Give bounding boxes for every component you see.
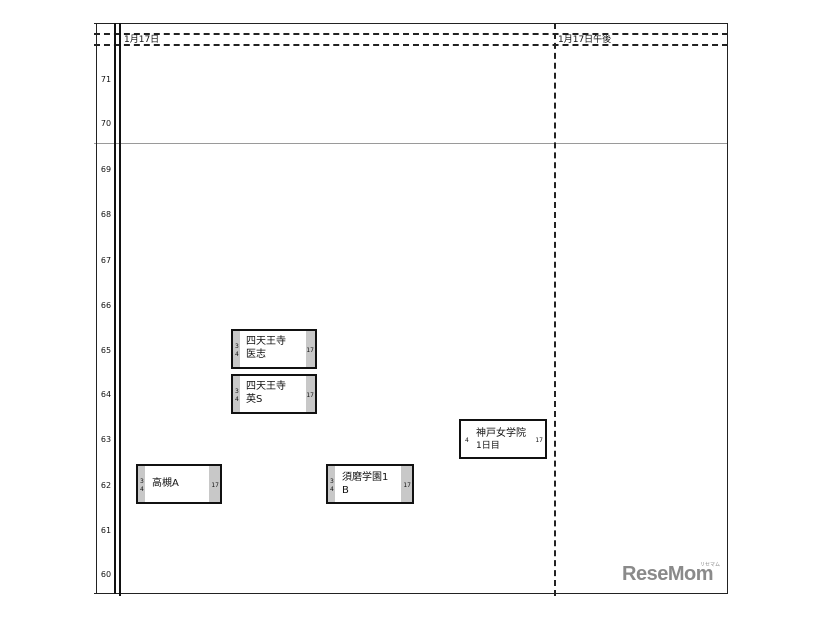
card-name-line2: 医志 (246, 349, 266, 360)
y-label-69: 69 (100, 165, 112, 174)
card-small-bottom: 4 (465, 437, 469, 444)
grid-top-border (94, 23, 728, 24)
card-small-bottom: 4 (235, 351, 239, 358)
grid-bottom-border (94, 593, 728, 594)
school-card-sumagakuen[interactable]: 3 4 須磨学園1 B 17 (326, 464, 414, 504)
column-header-pm: 1月17日午後 (558, 35, 612, 45)
right-outer-border (727, 23, 728, 594)
y-label-66: 66 (100, 301, 112, 310)
card-count: 17 (535, 437, 543, 444)
y-label-68: 68 (100, 210, 112, 219)
card-right-stripe (306, 376, 315, 412)
card-count: 17 (306, 392, 314, 399)
y-label-62: 62 (100, 481, 112, 490)
card-right-stripe (306, 331, 315, 367)
school-card-shitennoji-ei[interactable]: 3 4 四天王寺 英S 17 (231, 374, 317, 414)
card-right-stripe (401, 466, 412, 502)
card-small-top: 3 (330, 478, 334, 485)
card-name-line1: 須磨学園1 (342, 472, 389, 483)
resemom-watermark-logo: ReseMom (622, 563, 713, 585)
card-name-line2: 英S (246, 394, 263, 405)
card-name-line2: 1日目 (476, 441, 500, 451)
card-count: 17 (403, 482, 411, 489)
column-divider-dashed (554, 23, 556, 596)
band-divider (94, 143, 728, 144)
y-label-64: 64 (100, 390, 112, 399)
axis-divider-1 (114, 23, 116, 594)
header-dash-bottom (94, 44, 728, 46)
y-label-70: 70 (100, 119, 112, 128)
card-name-line1: 四天王寺 (246, 336, 286, 347)
card-name-line2: B (342, 485, 349, 496)
y-label-71: 71 (100, 75, 112, 84)
card-left-stripe (233, 331, 240, 367)
y-label-67: 67 (100, 256, 112, 265)
y-label-60: 60 (100, 570, 112, 579)
card-left-stripe (328, 466, 335, 502)
card-count: 17 (306, 347, 314, 354)
card-small-bottom: 4 (235, 396, 239, 403)
card-small-top: 3 (235, 388, 239, 395)
card-name-line1: 高槻A (152, 478, 179, 489)
card-name-line1: 四天王寺 (246, 381, 286, 392)
card-right-stripe (209, 466, 220, 502)
card-small-top: 3 (140, 478, 144, 485)
y-label-61: 61 (100, 526, 112, 535)
card-name-line1: 神戸女学院 (476, 428, 526, 439)
header-dash-top (94, 33, 728, 35)
card-left-stripe (138, 466, 145, 502)
card-small-bottom: 4 (330, 486, 334, 493)
y-label-63: 63 (100, 435, 112, 444)
y-label-65: 65 (100, 346, 112, 355)
card-left-stripe (233, 376, 240, 412)
left-outer-border (96, 23, 97, 594)
school-card-shitennoji-ishi[interactable]: 3 4 四天王寺 医志 17 (231, 329, 317, 369)
card-count: 17 (211, 482, 219, 489)
column-header-am: 1月17日 (124, 35, 160, 45)
school-card-takatsuki[interactable]: 3 4 高槻A 17 (136, 464, 222, 504)
resemom-watermark-subtext: リセマム (700, 562, 721, 568)
card-small-top: 3 (235, 343, 239, 350)
card-small-bottom: 4 (140, 486, 144, 493)
axis-divider-2 (119, 23, 121, 596)
school-card-kobe-jogakuin[interactable]: 4 神戸女学院 1日目 17 (459, 419, 547, 459)
